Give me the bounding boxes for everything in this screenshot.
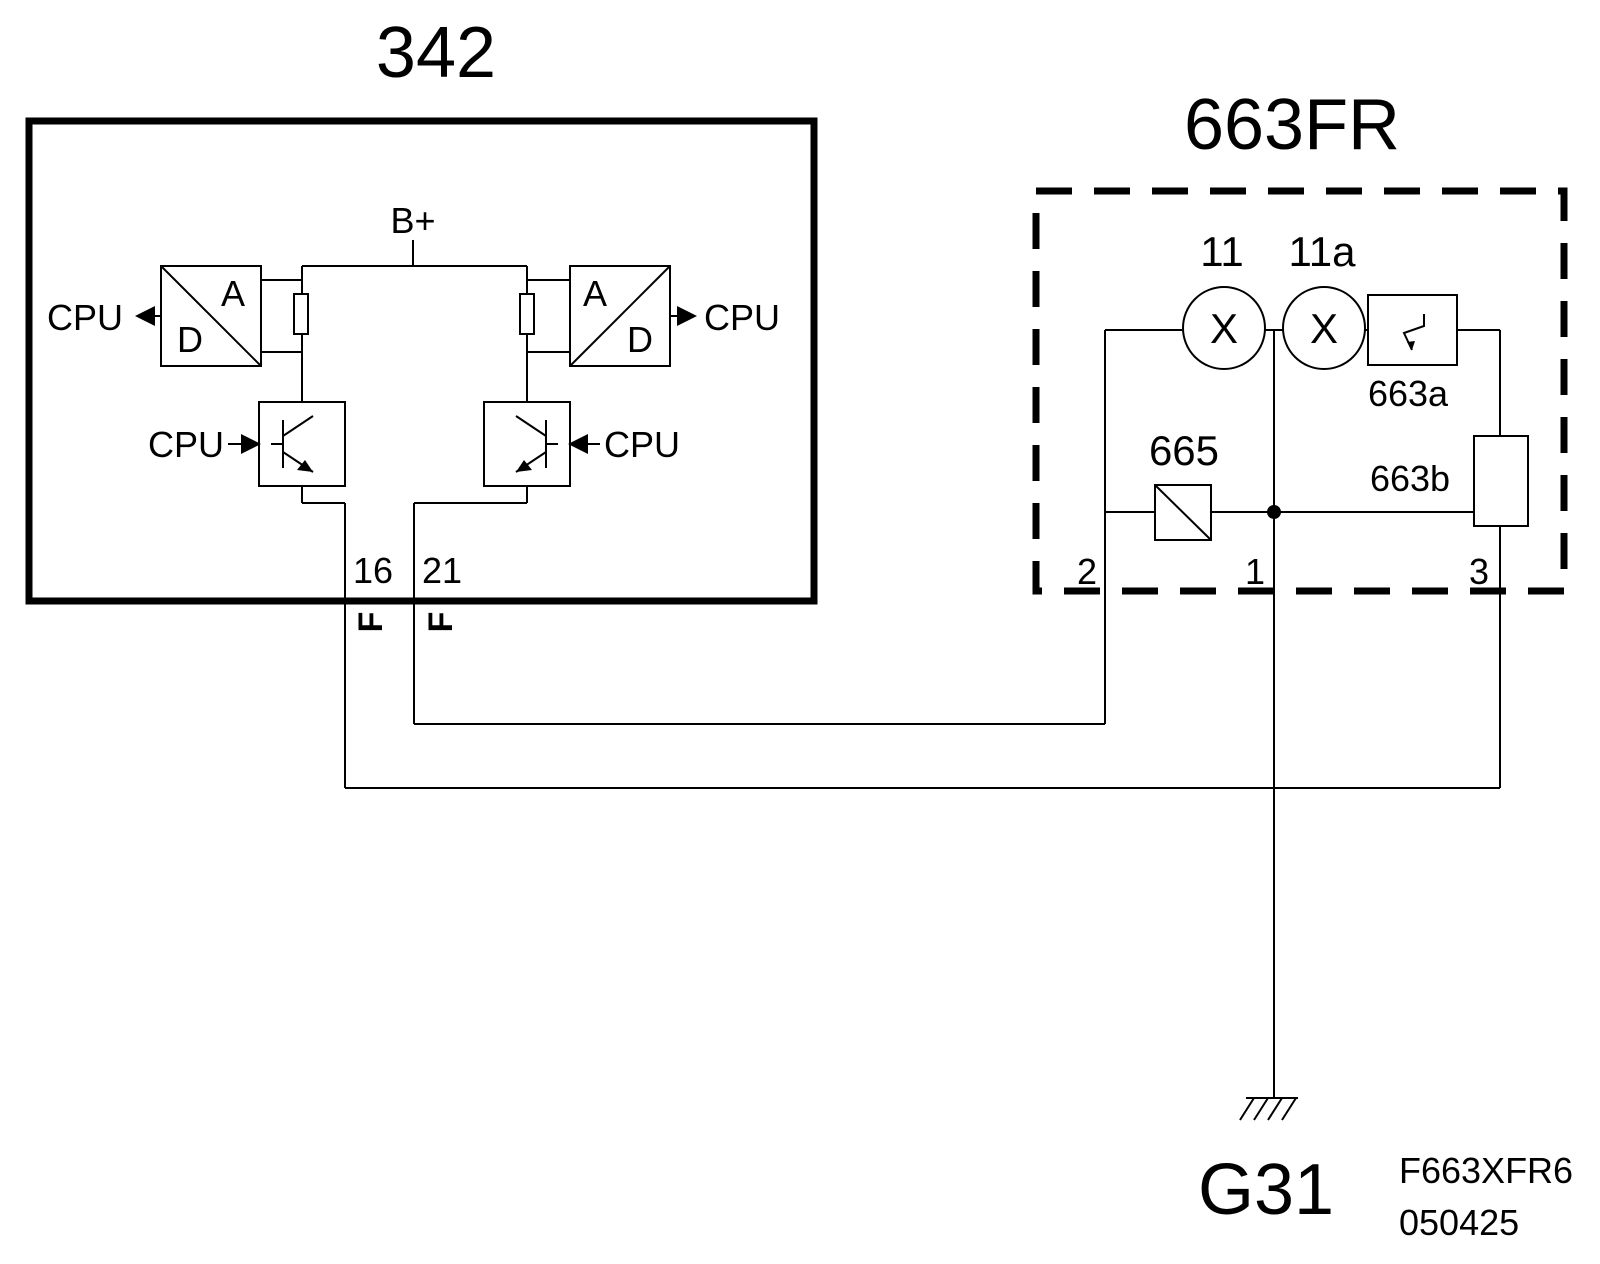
pullup-resistor-right	[519, 293, 535, 335]
sensor-pin-1-label: 1	[1245, 551, 1265, 592]
module-342-title: 342	[376, 13, 496, 93]
cpu-label-adc-right: CPU	[704, 297, 780, 338]
sensor-pin-2-label: 2	[1077, 551, 1097, 592]
ecu-342-box	[25, 117, 818, 605]
sensor-pin-3-label: 3	[1469, 551, 1489, 592]
adc-right-a-label: A	[583, 273, 607, 314]
junction-dot	[1267, 505, 1281, 519]
lamp-11a-label: 11a	[1289, 228, 1357, 275]
connector-f-16: F	[352, 612, 390, 633]
module-663fr-title: 663FR	[1184, 85, 1400, 165]
ground-symbol	[1239, 1097, 1298, 1121]
sensor-663fr-box	[1032, 187, 1568, 595]
adc-left-a-label: A	[221, 273, 245, 314]
component-663a-label: 663a	[1368, 373, 1449, 414]
adc-left-d-label: D	[177, 319, 203, 360]
date-code: 050425	[1399, 1202, 1519, 1243]
connector-f-21: F	[422, 612, 460, 633]
cpu-label-transistor-right: CPU	[604, 424, 680, 465]
lamp-11	[1182, 286, 1266, 370]
component-663b-label: 663b	[1370, 458, 1450, 499]
lamp-11-label: 11	[1200, 228, 1244, 275]
pullup-resistor-left	[293, 293, 309, 335]
supply-label: B+	[390, 200, 435, 241]
component-665-label: 665	[1149, 427, 1219, 474]
pin-16-label: 16	[353, 550, 393, 591]
component-663b	[1473, 435, 1529, 527]
adc-right-d-label: D	[627, 319, 653, 360]
ground-label: G31	[1198, 1150, 1334, 1230]
cpu-label-transistor-left: CPU	[148, 424, 224, 465]
pin-21-label: 21	[422, 550, 462, 591]
ref-code: F663XFR6	[1399, 1150, 1573, 1191]
lamp-11a	[1282, 286, 1366, 370]
lamp-11-x: X	[1210, 305, 1238, 352]
cpu-label-adc-left: CPU	[47, 297, 123, 338]
lamp-11a-x: X	[1310, 305, 1338, 352]
